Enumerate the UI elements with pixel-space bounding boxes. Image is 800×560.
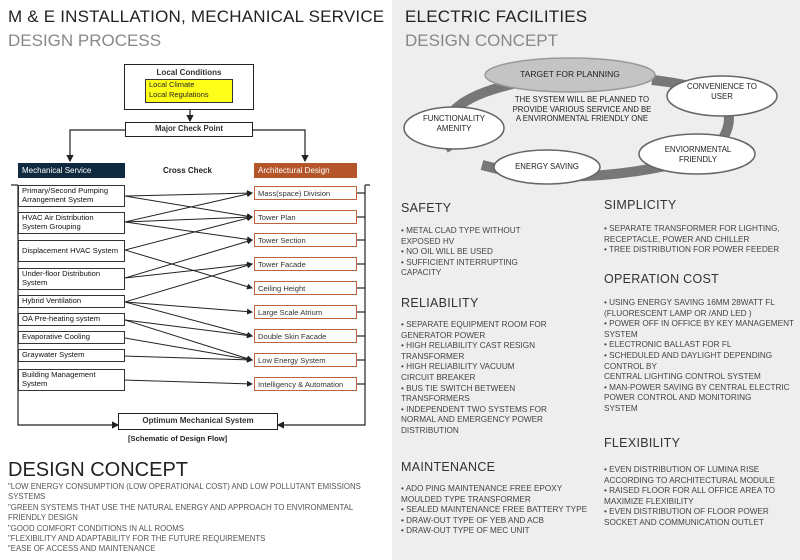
- arch-item: Tower Facade: [254, 257, 357, 271]
- concept-line: SYSTEMS: [8, 492, 46, 502]
- right-subtitle: DESIGN CONCEPT: [405, 31, 559, 50]
- simplicity-heading: SIMPLICITY: [604, 198, 677, 212]
- arch-item: Large Scale Atrium: [254, 305, 357, 319]
- energy-saving: ENERGY SAVING: [515, 162, 579, 171]
- mech-item: HVAC Air Distribution System Grouping: [18, 212, 125, 234]
- left-subtitle: DESIGN PROCESS: [8, 31, 162, 50]
- target-description: THE SYSTEM WILL BE PLANNED TO PROVIDE VA…: [512, 95, 652, 123]
- safety-list: • METAL CLAD TYPE WITHOUT EXPOSED HV • N…: [401, 226, 521, 278]
- local-conditions-highlight: Local Climate Local Regulations: [145, 79, 233, 103]
- mech-item: OA Pre-heating system: [18, 313, 125, 326]
- target-for-planning: TARGET FOR PLANNING: [520, 69, 620, 79]
- schematic-caption: [Schematic of Design Flow]: [128, 434, 228, 443]
- operation-cost-list: • USING ENERGY SAVING 16MM 28WATT FL (FL…: [604, 298, 794, 413]
- architectural-design-header: Architectural Design: [254, 163, 357, 178]
- maintenance-heading: MAINTENANCE: [401, 460, 496, 474]
- local-conditions-label: Local Conditions: [156, 68, 222, 77]
- simplicity-list: • SEPARATE TRANSFORMER FOR LIGHTING, REC…: [604, 224, 780, 255]
- arch-item: Low Energy System: [254, 353, 357, 367]
- major-check-point-label: Major Check Point: [154, 124, 224, 133]
- right-title: ELECTRIC FACILITIES: [405, 7, 588, 26]
- concept-line: "GOOD COMFORT CONDITIONS IN ALL ROOMS: [8, 523, 184, 533]
- arch-item: Ceiling Height: [254, 281, 357, 295]
- major-check-point-box: Major Check Point: [125, 122, 253, 137]
- cross-check-label: Cross Check: [163, 166, 212, 175]
- local-regulations: Local Regulations: [149, 89, 209, 99]
- concept-line: "LOW ENERGY CONSUMPTION (LOW OPERATIONAL…: [8, 482, 361, 491]
- arch-item: Mass(space) Division: [254, 186, 357, 200]
- design-concept-heading: DESIGN CONCEPT: [8, 459, 189, 481]
- reliability-heading: RELIABILITY: [401, 296, 479, 310]
- planning-cycle-diagram: [403, 57, 778, 185]
- mech-item: Displacement HVAC System: [18, 240, 125, 262]
- mech-item: Building Management System: [18, 369, 125, 391]
- concept-line: "EASE OF ACCESS AND MAINTENANCE: [8, 544, 156, 554]
- mechanical-service-header: Mechanical Service: [18, 163, 125, 178]
- mech-item: Evaporative Cooling: [18, 331, 125, 344]
- mech-item: Under-floor Distribution System: [18, 268, 125, 290]
- maintenance-list: • ADO PING MAINTENANCE FREE EPOXY MOULDE…: [401, 484, 588, 536]
- mech-item: Hybrid Ventilation: [18, 295, 125, 308]
- arch-item: Double Skin Facade: [254, 329, 357, 343]
- local-conditions-box: Local Conditions Local Climate Local Reg…: [124, 64, 254, 110]
- safety-heading: SAFETY: [401, 201, 452, 215]
- concept-line: FRIENDLY DESIGN: [8, 513, 78, 523]
- concept-line: "FLEXIBILITY AND ADAPTABILITY FOR THE FU…: [8, 534, 266, 544]
- local-climate: Local Climate: [149, 80, 195, 89]
- convenience-to-user: CONVENIENCE TO USER: [687, 82, 757, 101]
- arch-item: Intelligency & Automation: [254, 377, 357, 391]
- flexibility-list: • EVEN DISTRIBUTION OF LUMINA RISE ACCOR…: [604, 465, 776, 527]
- functionality-amenity: FUNCTIONALITY AMENITY: [423, 114, 485, 133]
- mech-item: Graywater System: [18, 349, 125, 362]
- mech-item: Primary/Second Pumping Arrangement Syste…: [18, 185, 125, 207]
- optimum-mechanical-system-box: Optimum Mechanical System: [118, 413, 278, 430]
- design-concept-list: "LOW ENERGY CONSUMPTION (LOW OPERATIONAL…: [8, 482, 361, 555]
- arch-item: Tower Section: [254, 233, 357, 247]
- arch-item: Tower Plan: [254, 210, 357, 224]
- reliability-list: • SEPARATE EQUIPMENT ROOM FOR GENERATOR …: [401, 320, 547, 435]
- operation-cost-heading: OPERATION COST: [604, 272, 720, 286]
- left-title: M & E INSTALLATION, MECHANICAL SERVICE: [8, 7, 385, 26]
- optimum-label: Optimum Mechanical System: [142, 416, 254, 425]
- flexibility-heading: FLEXIBILITY: [604, 436, 681, 450]
- concept-line: "GREEN SYSTEMS THAT USE THE NATURAL ENER…: [8, 502, 354, 512]
- environmental-friendly: ENVIORNMENTAL FRIENDLY: [664, 145, 732, 164]
